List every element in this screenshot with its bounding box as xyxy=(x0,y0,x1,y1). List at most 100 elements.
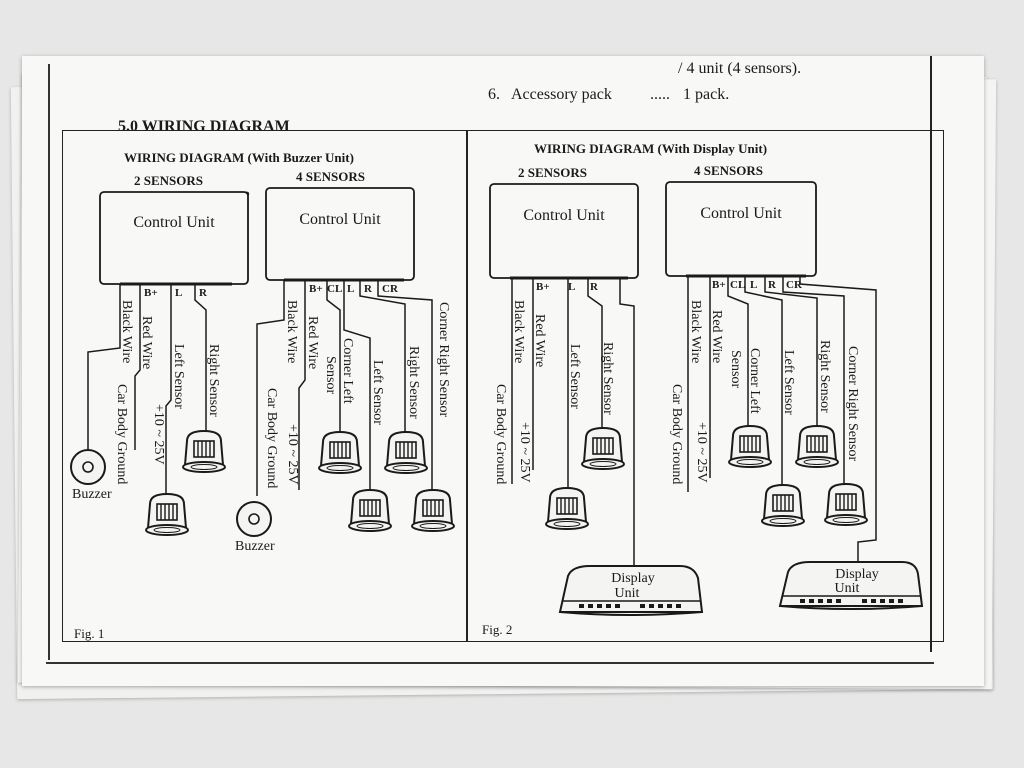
fig1-caption: Fig. 1 xyxy=(74,626,104,641)
display-unit-icon xyxy=(778,561,924,610)
corner-left-wire xyxy=(727,276,749,428)
right-sensor-wire xyxy=(359,280,406,434)
right-sensor-icon xyxy=(182,430,226,473)
right-sensor-wire xyxy=(587,278,603,428)
left-sensor-icon xyxy=(545,487,589,530)
display-label-line2: Unit xyxy=(615,586,640,601)
wire-label-left-sensor: Left Sensor xyxy=(781,350,796,415)
fig1-two-control-label: Control Unit xyxy=(133,214,215,231)
fig2-caption: Fig. 2 xyxy=(482,622,512,637)
pin-label: L xyxy=(347,283,354,295)
display-label-line1: Display xyxy=(611,571,655,586)
corner-right-sensor-icon xyxy=(824,483,868,526)
accessory-label: Accessory pack xyxy=(511,86,612,103)
wire-label-red: Red Wire xyxy=(532,314,547,367)
pin-label: R xyxy=(590,281,599,293)
pin-label: CR xyxy=(786,279,803,291)
diagram-frame xyxy=(62,130,944,642)
wire-label-right-sensor: Right Sensor xyxy=(817,340,832,413)
pin-label: CR xyxy=(382,283,399,295)
fig2-two-control-label: Control Unit xyxy=(523,207,605,224)
wire-label-corner-right: Corner Right Sensor xyxy=(845,346,860,461)
corner-right-wire xyxy=(782,276,845,484)
fig2-four-heading: 4 SENSORS xyxy=(694,163,763,178)
wire-label-sensor: Sensor xyxy=(323,356,338,394)
label-voltage: +10 ~ 25V xyxy=(285,424,300,485)
right-sensor-wire xyxy=(764,276,818,426)
fig1-four-control-label: Control Unit xyxy=(299,211,381,228)
pin-label: L xyxy=(568,281,575,293)
display-label-line2: Unit xyxy=(835,581,860,596)
left-sensor-icon xyxy=(761,484,805,527)
label-car-body-ground: Car Body Ground xyxy=(264,388,279,488)
label-voltage: +10 ~ 25V xyxy=(694,422,709,483)
corner-right-sensor-icon xyxy=(411,489,455,532)
label-voltage: +10 ~ 25V xyxy=(151,404,166,465)
fig2-two-heading: 2 SENSORS xyxy=(518,165,587,180)
wire-label-black: Black Wire xyxy=(119,300,134,363)
page-bottom-rule xyxy=(46,662,934,664)
label-car-body-ground: Car Body Ground xyxy=(114,384,129,484)
display-unit-icon xyxy=(558,565,704,616)
pin-label: B+ xyxy=(712,279,726,291)
corner-right-wire xyxy=(377,280,433,490)
label-car-body-ground: Car Body Ground xyxy=(493,384,508,484)
pin-label: CL xyxy=(327,283,342,295)
red-wire xyxy=(134,284,141,450)
wire-label-right-sensor: Right Sensor xyxy=(600,342,615,415)
wire-label-red: Red Wire xyxy=(139,316,154,369)
display-wire xyxy=(799,276,877,562)
accessory-number: 6. xyxy=(488,86,500,103)
corner-left-wire xyxy=(326,280,341,432)
fig2-four-sensors xyxy=(665,181,924,610)
wire-label-black: Black Wire xyxy=(688,300,703,363)
accessory-dots: ..... xyxy=(650,86,670,103)
page-right-rule xyxy=(930,56,932,652)
sensor-unit-line: / 4 unit (4 sensors). xyxy=(678,60,802,77)
accessory-value: 1 pack. xyxy=(683,86,730,103)
right-sensor-icon xyxy=(795,425,839,468)
left-sensor-icon xyxy=(145,493,189,536)
right-sensor-icon xyxy=(581,427,625,470)
buzzer-icon xyxy=(236,501,272,537)
pin-label: L xyxy=(175,287,182,299)
pin-label: CL xyxy=(730,279,745,291)
fig1-four-sensors xyxy=(236,187,455,537)
fig2-title: WIRING DIAGRAM (With Display Unit) xyxy=(534,141,767,156)
label-car-body-ground: Car Body Ground xyxy=(669,384,684,484)
red-wire xyxy=(298,280,306,490)
left-sensor-wire xyxy=(744,276,783,486)
pin-label: R xyxy=(364,283,373,295)
left-sensor-wire xyxy=(165,284,172,495)
wire-label-black: Black Wire xyxy=(511,300,526,363)
buzzer-icon xyxy=(70,449,106,485)
wire-label-left-sensor: Left Sensor xyxy=(171,344,186,409)
wire-label-right-sensor: Right Sensor xyxy=(406,346,421,419)
wire-label-corner-left: Corner Left xyxy=(747,348,762,414)
pin-label: B+ xyxy=(144,287,158,299)
buzzer-label: Buzzer xyxy=(72,487,112,502)
left-sensor-icon xyxy=(348,489,392,532)
wire-label-corner-right: Corner Right Sensor xyxy=(436,302,451,417)
wire-label-corner-left: Corner Left xyxy=(340,338,355,404)
corner-left-sensor-icon xyxy=(318,431,362,474)
black-wire xyxy=(87,284,121,452)
wire-label-red: Red Wire xyxy=(709,310,724,363)
wire-label-red: Red Wire xyxy=(305,316,320,369)
right-sensor-icon xyxy=(384,431,428,474)
label-voltage: +10 ~ 25V xyxy=(517,422,532,483)
fig2-four-control-label: Control Unit xyxy=(700,205,782,222)
fig1-four-heading: 4 SENSORS xyxy=(296,169,365,184)
corner-left-sensor-icon xyxy=(728,425,772,468)
pin-label: L xyxy=(750,279,757,291)
left-sensor-wire xyxy=(343,280,371,492)
figure-divider xyxy=(466,130,468,642)
pin-label: B+ xyxy=(536,281,550,293)
control-unit-box xyxy=(665,181,817,277)
black-wire xyxy=(256,280,285,496)
wire-label-right-sensor: Right Sensor xyxy=(206,344,221,417)
wire-label-left-sensor: Left Sensor xyxy=(567,344,582,409)
pin-label: R xyxy=(199,287,208,299)
fig1-title: WIRING DIAGRAM (With Buzzer Unit) xyxy=(124,150,354,165)
